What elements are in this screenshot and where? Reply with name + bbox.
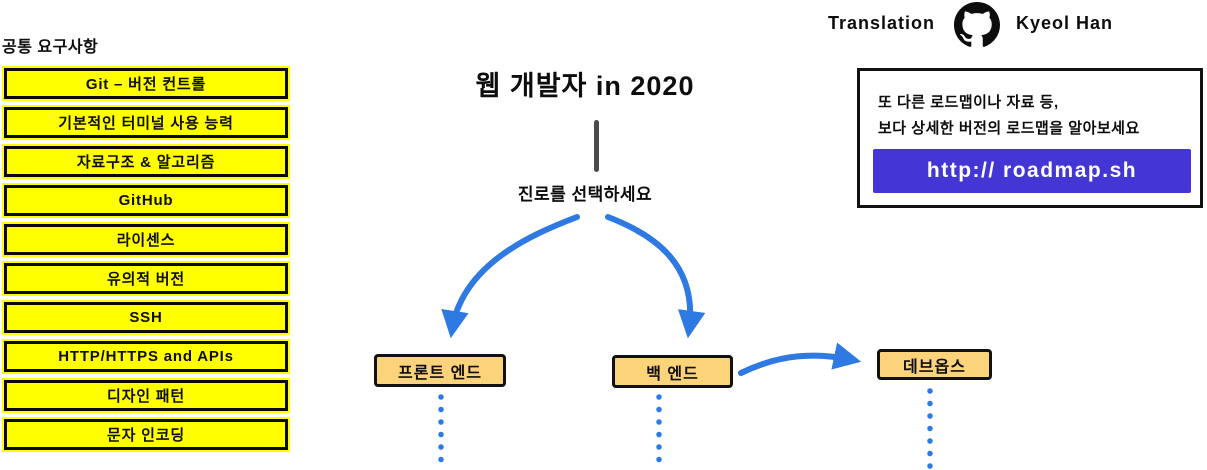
requirement-terminal: 기본적인 터미널 사용 능력	[2, 105, 290, 140]
translator-name: Kyeol Han	[1016, 13, 1114, 33]
requirement-http-apis: HTTP/HTTPS and APIs	[2, 339, 290, 374]
requirement-github: GitHub	[2, 183, 290, 218]
requirement-ssh: SSH	[2, 300, 290, 335]
choose-path-label: 진로를 선택하세요	[517, 185, 653, 204]
arrow-to-backend	[605, 214, 706, 339]
arrow-to-frontend	[441, 214, 580, 339]
requirement-git: Git – 버전 컨트롤	[2, 66, 290, 101]
common-requirements-heading: 공통 요구사항	[2, 39, 99, 56]
requirement-semver: 유의적 버전	[2, 261, 290, 296]
page-title: 웹 개발자 in 2020	[475, 71, 695, 101]
github-icon[interactable]	[954, 2, 1000, 48]
info-box-line1: 또 다른 로드맵이나 자료 등,	[878, 94, 1059, 111]
roadmap-sh-link-button[interactable]: http:// roadmap.sh	[873, 149, 1191, 193]
common-requirements-list: Git – 버전 컨트롤 기본적인 터미널 사용 능력 자료구조 & 알고리즘 …	[2, 66, 290, 452]
requirement-char-encoding: 문자 인코딩	[2, 417, 290, 452]
arrow-backend-to-devops	[738, 342, 862, 376]
path-box-devops: 데브옵스	[877, 349, 992, 380]
requirement-design-patterns: 디자인 패턴	[2, 378, 290, 413]
requirement-data-structures: 자료구조 & 알고리즘	[2, 144, 290, 179]
title-divider-line	[594, 120, 599, 172]
path-box-backend: 백 엔드	[612, 355, 733, 388]
translation-label: Translation	[828, 13, 936, 33]
info-box-line2: 보다 상세한 버전의 로드맵을 알아보세요	[878, 120, 1140, 137]
info-box: 또 다른 로드맵이나 자료 등, 보다 상세한 버전의 로드맵을 알아보세요 h…	[857, 68, 1203, 208]
path-box-frontend: 프론트 엔드	[374, 354, 506, 387]
requirement-licenses: 라이센스	[2, 222, 290, 257]
